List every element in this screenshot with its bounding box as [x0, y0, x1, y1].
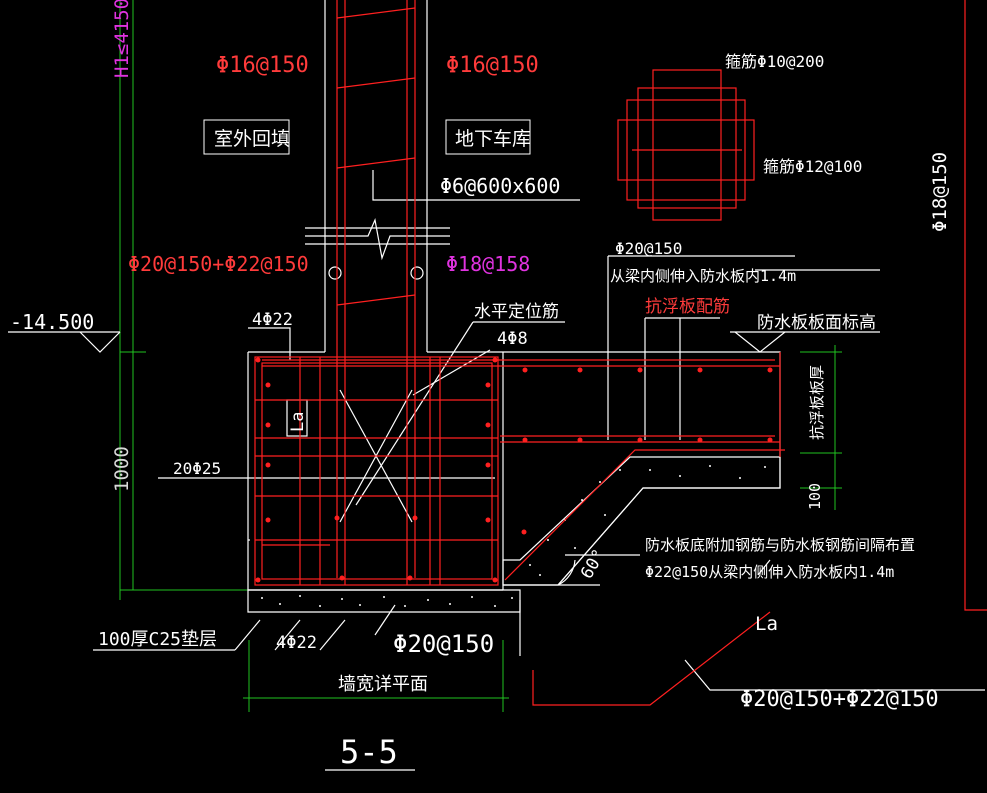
- rebar-phi16-left-label: Φ16@150: [216, 53, 309, 78]
- note-additional-1-label: 防水板底附加钢筋与防水板钢筋间隔布置: [645, 536, 915, 554]
- anchor-la-box-label: La: [288, 412, 308, 432]
- section-id-label: 5-5: [340, 733, 398, 771]
- rebar-phi18-158-label: Φ18@158: [446, 252, 530, 276]
- tie-phi6-label: Φ6@600x600: [440, 174, 560, 198]
- room-garage-box: [445, 119, 531, 155]
- rebar-phi18-vertical-label: Φ18@150: [929, 152, 951, 232]
- bar-4phi22-top-label: 4Φ22: [252, 310, 293, 330]
- rebar-phi20-bottom-label: Φ20@150: [393, 630, 494, 658]
- dimension-lines: [119, 0, 842, 712]
- angle-60-label: 60°: [577, 546, 610, 583]
- dim-1000-label: 1000: [111, 446, 133, 492]
- bar-4phi8-label: 4Φ8: [497, 329, 528, 349]
- h1-limit-label: H1≤4150: [111, 0, 133, 78]
- rebar-phi20-top-label: Φ20@150: [615, 239, 682, 258]
- wall-width-note-label: 墙宽详平面: [338, 674, 428, 695]
- room-outdoor-box: [203, 119, 290, 155]
- note-additional-2-label: Φ22@150从梁内侧伸入防水板内1.4m: [645, 563, 894, 581]
- slab-top-elevation-label: 防水板板面标高: [757, 313, 876, 333]
- concrete-cushion: [247, 456, 781, 613]
- horizontal-locating-bar-label: 水平定位筋: [474, 302, 559, 322]
- extend-note-top-label: 从梁内侧伸入防水板内1.4m: [610, 267, 796, 285]
- rebar-phi16-right-label: Φ16@150: [446, 53, 539, 78]
- elevation-label: -14.500: [10, 310, 94, 334]
- rebar-layout: [254, 0, 987, 706]
- stirrup-phi12-label: 箍筋Φ12@100: [763, 157, 862, 176]
- labels: H1≤4150 Φ16@150 Φ16@150 室外回填 地下车库 Φ6@600…: [10, 0, 951, 771]
- stirrup-phi10-label: 箍筋Φ10@200: [725, 52, 824, 71]
- cushion-layer-label: 100厚C25垫层: [98, 629, 217, 650]
- room-garage-label: 地下车库: [455, 128, 531, 150]
- rebar-phi20-22-left-label: Φ20@150+Φ22@150: [128, 252, 309, 276]
- rebar-phi20-22-lower-label: Φ20@150+Φ22@150: [740, 687, 939, 712]
- rebar-dots: [255, 357, 773, 583]
- slab-thickness-label: 抗浮板板厚: [808, 365, 826, 440]
- anchor-la-lower-label: La: [755, 613, 778, 635]
- room-outdoor-backfill-label: 室外回填: [214, 128, 290, 150]
- dim-100-label: 100: [806, 483, 824, 510]
- bar-20phi25-label: 20Φ25: [173, 459, 221, 478]
- structure-outline: [8, 0, 985, 771]
- uplift-slab-rebar-label: 抗浮板配筋: [645, 297, 730, 317]
- bar-4phi22-bottom-label: 4Φ22: [276, 633, 317, 653]
